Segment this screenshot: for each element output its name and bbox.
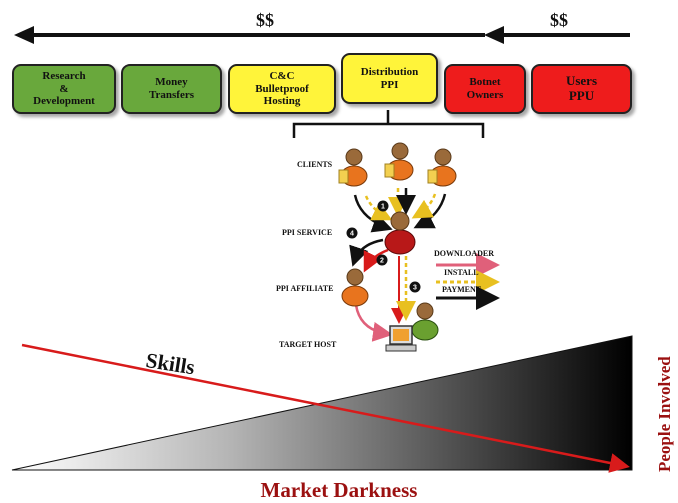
step-2-label: 2 (380, 258, 384, 265)
target-host-person-icon (411, 302, 439, 341)
distribution-ppi-box: Distribution PPI (341, 53, 438, 104)
ppi-flow-arrows (349, 188, 447, 342)
cc-hosting-box: C&C Bulletproof Hosting (228, 64, 336, 114)
client-person-icon (384, 142, 414, 181)
users-ppu-box: Users PPU (531, 64, 632, 114)
ppi-affiliate-person-icon (341, 268, 369, 307)
legend-downloader: DOWNLOADER (434, 249, 495, 258)
dollar-label-right: $$ (550, 10, 568, 30)
botnet-owners-box: Botnet Owners (444, 64, 526, 114)
computer-icon (385, 325, 417, 352)
ppi-affiliate-label: PPI AFFILIATE (276, 284, 334, 293)
legend-payment: PAYMENT (442, 285, 482, 294)
legend-lines (436, 253, 500, 310)
legend-install: INSTALL (444, 268, 479, 277)
client-person-icon (427, 148, 457, 187)
money-flow-arrows (14, 26, 630, 44)
client-person-icon (338, 148, 368, 187)
dollar-label-left: $$ (256, 10, 274, 30)
research-development-box: Research & Development (12, 64, 116, 114)
people-involved-label: People Involved (655, 356, 674, 472)
step-markers (346, 200, 421, 293)
market-darkness-label: Market Darkness (260, 478, 418, 502)
money-transfers-box: Money Transfers (121, 64, 222, 114)
skills-trend-line (21, 343, 630, 473)
distribution-bracket (292, 110, 485, 138)
target-host-label: TARGET HOST (279, 340, 337, 349)
step-1-label: 1 (381, 204, 385, 211)
step-3-label: 3 (413, 285, 417, 292)
ppi-service-person-icon (384, 211, 416, 255)
step-4-label: 4 (350, 231, 354, 238)
ppi-service-label: PPI SERVICE (282, 228, 333, 237)
clients-label: CLIENTS (297, 160, 333, 169)
